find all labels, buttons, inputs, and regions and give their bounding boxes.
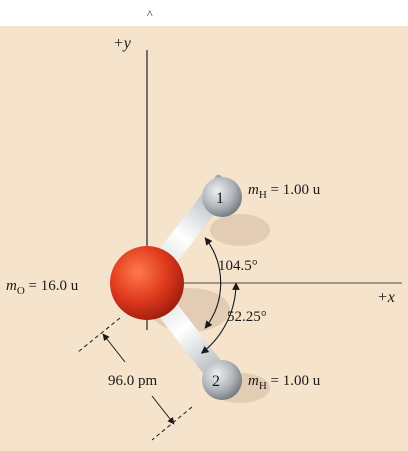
half-angle-label: 52.25°	[227, 309, 267, 325]
hydrogen-atom-1	[202, 177, 242, 217]
hydrogen-1-number: 1	[216, 190, 224, 207]
hydrogen-atom-2	[202, 360, 242, 400]
top-fragment-mark: ^	[147, 7, 153, 21]
dimension-tick-hydrogen	[151, 406, 193, 441]
dimension-line-upper	[102, 333, 126, 363]
oxygen-atom	[110, 246, 184, 320]
hydrogen-1-mass-label: mH = 1.00 u	[248, 182, 321, 201]
hydrogen-2-number: 2	[212, 373, 220, 390]
dimension-tick-oxygen	[77, 317, 121, 353]
hydrogen-2-mass-label: mH = 1.00 u	[248, 373, 321, 392]
bond-length-label: 96.0 pm	[108, 373, 158, 389]
oxygen-mass-label: mO = 16.0 u	[6, 278, 79, 297]
x-axis-label: +x	[377, 289, 395, 306]
y-axis-label: +y	[113, 35, 132, 52]
half-angle-arc	[200, 282, 240, 354]
bond-angle-label: 104.5°	[218, 258, 258, 274]
dimension-line-lower	[151, 395, 175, 425]
